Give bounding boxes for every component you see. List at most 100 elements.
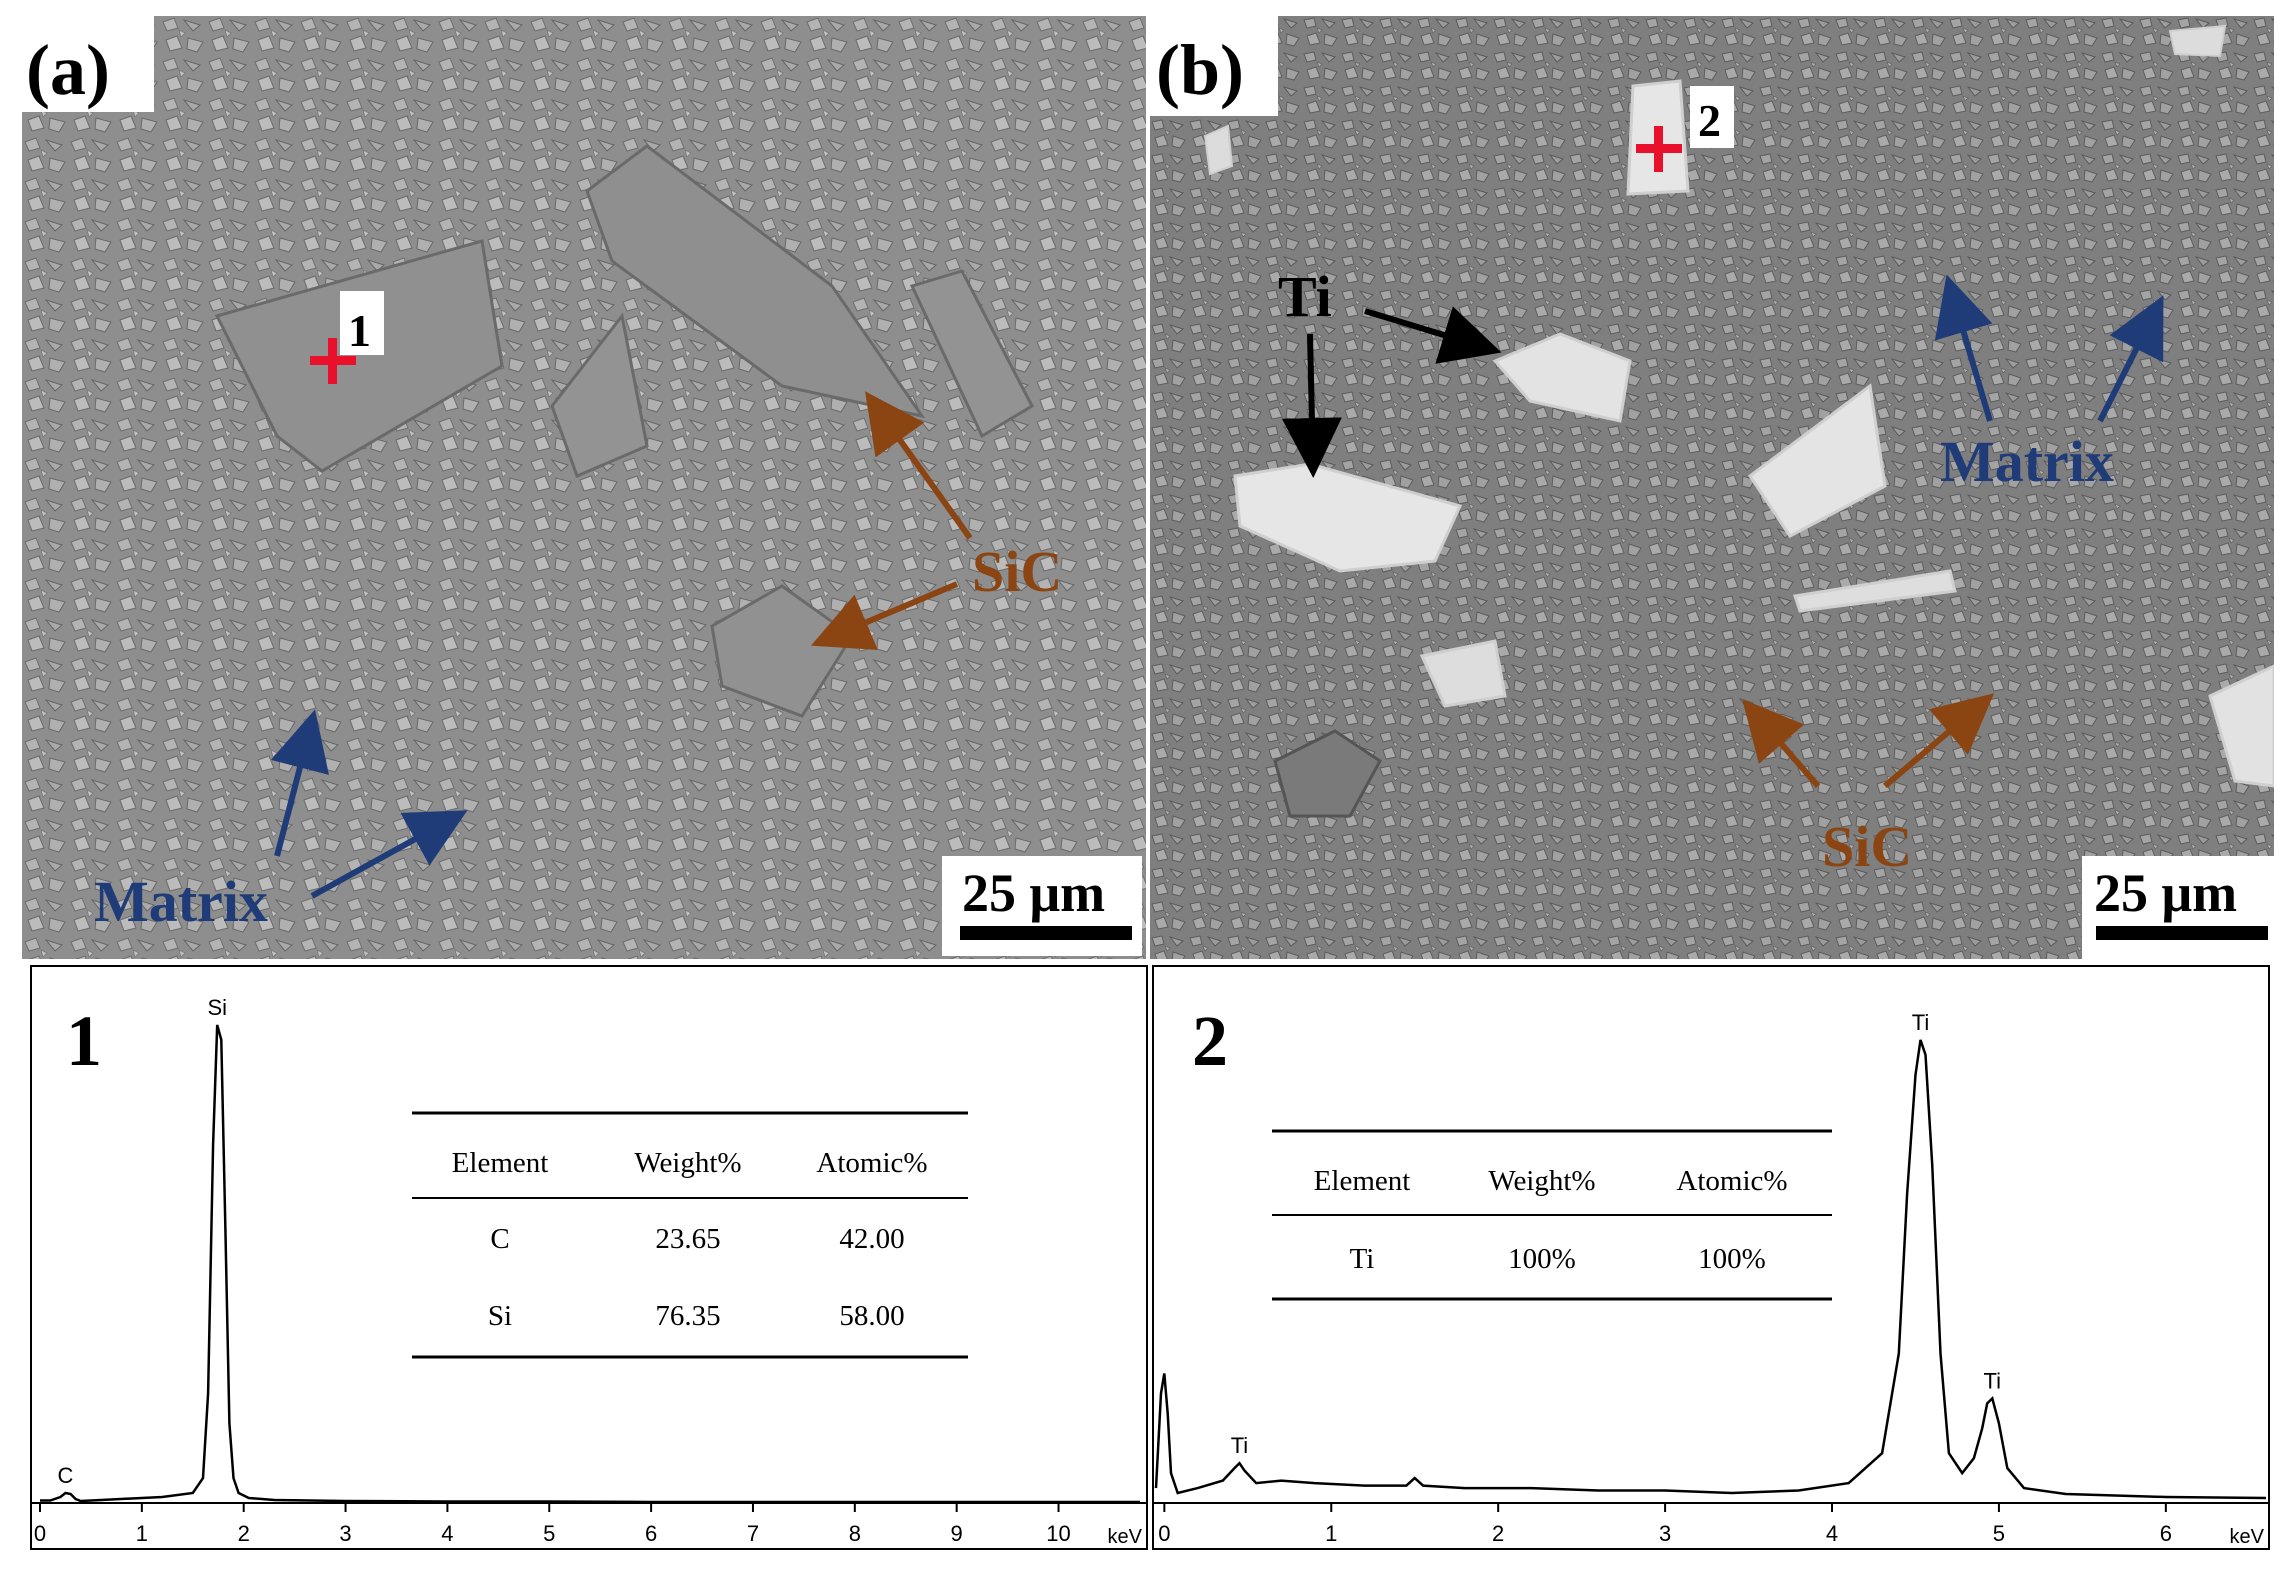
spectrum-1-panel-label: 1 xyxy=(66,1001,102,1081)
x-tick-label: 10 xyxy=(1046,1521,1070,1546)
ti-particle xyxy=(1747,383,1887,538)
spectrum-1-trace xyxy=(40,1024,1140,1504)
point-label-1-bg xyxy=(340,291,384,355)
micrograph-b: (b) 2 Ti Matrix SiC 25 μm xyxy=(1150,16,2276,959)
table-1-cell: 42.00 xyxy=(839,1223,904,1255)
spectrum-2-panel-label: 2 xyxy=(1192,1001,1228,1081)
peak-label: Ti xyxy=(1983,1368,2001,1393)
table-2-header-atomic: Atomic% xyxy=(1676,1165,1787,1197)
scale-bar-a xyxy=(960,926,1132,940)
eds-spectrum-1-chart: 1 0 1 2 3 4 5 6 7 8 9 10 C Si keV Element Weight% A… xyxy=(30,965,1148,1550)
table-2-header-element: Element xyxy=(1314,1165,1411,1197)
sic-particle xyxy=(214,239,504,473)
x-tick-label: 8 xyxy=(849,1521,861,1546)
x-tick-label: 7 xyxy=(747,1521,759,1546)
eds-table-2: Element Weight% Atomic% Ti 100% 100% xyxy=(1272,1129,1832,1301)
panel-label-a: (a) xyxy=(26,30,110,110)
table-1-cell: 58.00 xyxy=(839,1300,904,1332)
matrix-arrow xyxy=(2097,295,2164,423)
x-tick-label: 0 xyxy=(1158,1521,1170,1546)
micrograph-b-image: (b) 2 Ti Matrix SiC 25 μm xyxy=(1150,16,2276,959)
peak-label: Si xyxy=(207,995,227,1020)
panel-label-b-bg xyxy=(1150,16,1278,116)
table-1-cell: 23.65 xyxy=(655,1223,720,1255)
x-tick-label: 2 xyxy=(238,1521,250,1546)
sic-particle xyxy=(1273,729,1382,818)
sem-texture-a xyxy=(22,16,1146,959)
x-tick-label: 2 xyxy=(1492,1521,1504,1546)
sic-label-a: SiC xyxy=(972,539,1062,604)
x-tick-label: 5 xyxy=(543,1521,555,1546)
micrograph-a-image: (a) 1 SiC Matrix 25 μm xyxy=(22,16,1146,959)
x-tick-label: 4 xyxy=(441,1521,453,1546)
x-tick-label: 0 xyxy=(34,1521,46,1546)
analysis-point-marker xyxy=(1636,126,1682,172)
peak-label: Ti xyxy=(1231,1433,1249,1458)
table-1-header-weight: Weight% xyxy=(634,1147,741,1179)
spectrum-frame xyxy=(30,965,1148,1550)
matrix-arrow xyxy=(310,810,468,899)
peak-label: C xyxy=(58,1463,74,1488)
matrix-arrow xyxy=(1934,274,1993,422)
matrix-label-a: Matrix xyxy=(94,869,268,934)
point-label-1: 1 xyxy=(348,305,371,356)
x-tick-label: 6 xyxy=(2160,1521,2172,1546)
x-tick-label: 3 xyxy=(339,1521,351,1546)
scale-bar-b-text: 25 μm xyxy=(2094,863,2237,923)
x-tick-label: 9 xyxy=(951,1521,963,1546)
x-tick-label: 6 xyxy=(645,1521,657,1546)
table-1-cell: 76.35 xyxy=(655,1300,720,1332)
sic-arrow xyxy=(810,581,959,650)
matrix-arrow xyxy=(270,709,329,857)
table-2-cell: 100% xyxy=(1698,1243,1766,1275)
ti-particle xyxy=(1793,569,1957,613)
panel-label-a-bg xyxy=(22,16,154,112)
eds-spectrum-1: 1 0 1 2 3 4 5 6 7 8 9 10 C Si keV Element Weight% A… xyxy=(30,965,1148,1550)
ti-label-b: Ti xyxy=(1278,264,1332,329)
ti-arrow xyxy=(1364,306,1502,364)
spectrum-2-x-label: keV xyxy=(2230,1526,2265,1548)
peak-label: Ti xyxy=(1912,1010,1930,1035)
point-label-2: 2 xyxy=(1698,95,1721,146)
table-1-cell: Si xyxy=(488,1300,512,1332)
table-2-cell: 100% xyxy=(1508,1243,1576,1275)
analysis-point-marker xyxy=(310,338,356,384)
spectrum-frame xyxy=(1152,965,2270,1550)
x-tick-label: 1 xyxy=(1325,1521,1337,1546)
x-tick-label: 1 xyxy=(136,1521,148,1546)
table-1-header-element: Element xyxy=(452,1147,549,1179)
scale-bar-b-bg xyxy=(2082,856,2274,959)
sic-particle xyxy=(909,269,1034,439)
spectrum-1-x-label: keV xyxy=(1108,1526,1143,1548)
ti-particle xyxy=(1419,639,1507,708)
sic-label-b: SiC xyxy=(1822,814,1912,879)
spectrum-2-trace xyxy=(1154,1039,2267,1500)
sic-arrow xyxy=(1883,693,1995,789)
scale-bar-b xyxy=(2096,926,2268,940)
sic-arrow xyxy=(865,391,973,540)
sic-particle xyxy=(550,312,649,479)
sic-arrow xyxy=(1742,698,1821,788)
spectrum-2-axis: 0 1 2 3 4 5 6 xyxy=(1152,1502,2270,1546)
x-tick-label: 4 xyxy=(1826,1521,1838,1546)
eds-table-1: Element Weight% Atomic% C 23.65 42.00 Si… xyxy=(412,1111,968,1359)
matrix-label-b: Matrix xyxy=(1940,429,2114,494)
table-1-header-atomic: Atomic% xyxy=(816,1147,927,1179)
x-tick-label: 3 xyxy=(1659,1521,1671,1546)
table-2-header-weight: Weight% xyxy=(1488,1165,1595,1197)
spectrum-1-peak-labels: C Si xyxy=(58,995,227,1488)
micrograph-a: (a) 1 SiC Matrix 25 μm xyxy=(22,16,1146,959)
ti-particle xyxy=(1203,124,1234,176)
table-2-cell: Ti xyxy=(1350,1243,1375,1275)
x-tick-label: 5 xyxy=(1993,1521,2005,1546)
ti-arrow xyxy=(1281,333,1342,478)
scale-bar-a-text: 25 μm xyxy=(962,863,1105,923)
ti-particle xyxy=(1492,332,1632,423)
point-label-2-bg xyxy=(1690,86,1734,148)
panel-label-b: (b) xyxy=(1156,30,1244,110)
table-1-cell: C xyxy=(490,1223,509,1255)
ti-particle xyxy=(2168,24,2227,58)
